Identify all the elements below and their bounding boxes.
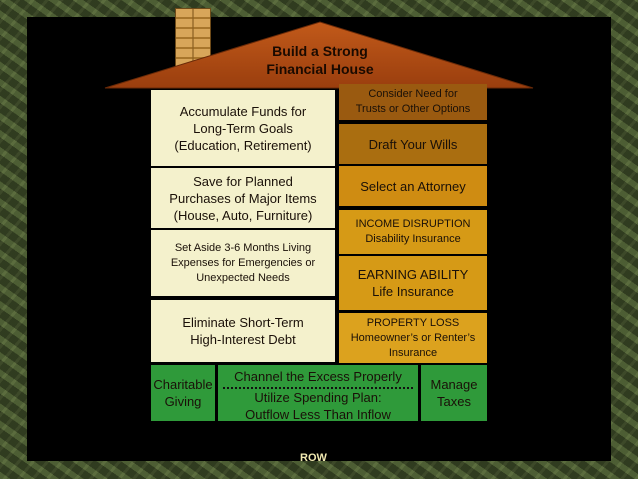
block-text: Eliminate Short-Term <box>182 315 304 330</box>
block-text: Consider Need for <box>368 88 458 100</box>
footer-fragment: ROW <box>300 452 327 464</box>
block-text: Utilize Spending Plan: <box>254 390 382 405</box>
block-text: Giving <box>164 394 202 409</box>
block-text: Charitable <box>153 377 213 392</box>
block-text: Trusts or Other Options <box>355 103 471 115</box>
trusts-block: Consider Need for Trusts or Other Option… <box>339 84 487 120</box>
channel-excess-text: Channel the Excess Properly <box>234 369 402 384</box>
dotted-divider <box>223 387 413 389</box>
block-text: Save for Planned <box>193 173 293 189</box>
house-title-line2: Financial House <box>266 61 374 77</box>
block-text: Insurance <box>388 346 438 359</box>
block-text: PROPERTY LOSS <box>366 316 460 329</box>
charitable-giving-block: Charitable Giving <box>151 365 215 421</box>
block-text: Manage <box>430 377 478 392</box>
chimney <box>175 8 211 70</box>
block-text: (Education, Retirement) <box>174 137 312 153</box>
block-text: EARNING ABILITY <box>357 267 469 282</box>
block-text: Homeowner’s or Renter’s <box>350 331 476 344</box>
block-text: High-Interest Debt <box>190 332 296 347</box>
block-text: Expenses for Emergencies or <box>170 256 316 269</box>
property-insurance-block: PROPERTY LOSS Homeowner’s or Renter’s In… <box>339 313 487 363</box>
house-title-line1: Build a Strong <box>272 43 368 59</box>
house-title: Build a Strong Financial House <box>230 42 410 78</box>
block-text: INCOME DISRUPTION <box>355 218 471 230</box>
planned-purchases-block: Save for Planned Purchases of Major Item… <box>151 168 335 228</box>
manage-taxes-block: Manage Taxes <box>421 365 487 421</box>
block-text: Accumulate Funds for <box>179 103 307 119</box>
eliminate-debt-block: Eliminate Short-Term High-Interest Debt <box>151 300 335 362</box>
spending-plan-block: Channel the Excess Properly Utilize Spen… <box>218 365 418 422</box>
block-text: (House, Auto, Furniture) <box>173 207 313 223</box>
draft-wills-block: Draft Your Wills <box>339 124 487 164</box>
block-text: Set Aside 3-6 Months Living <box>174 241 312 254</box>
block-text: Purchases of Major Items <box>169 190 317 206</box>
block-text: Draft Your Wills <box>368 136 458 152</box>
emergency-fund-block: Set Aside 3-6 Months Living Expenses for… <box>151 230 335 296</box>
select-attorney-block: Select an Attorney <box>339 166 487 206</box>
block-text: Disability Insurance <box>365 233 461 245</box>
block-text: Long-Term Goals <box>193 120 293 136</box>
life-insurance-block: EARNING ABILITY Life Insurance <box>339 256 487 310</box>
block-text: Unexpected Needs <box>196 271 290 284</box>
block-text: Outflow Less Than Inflow <box>245 407 391 422</box>
roof <box>104 21 534 89</box>
block-text: Life Insurance <box>372 284 454 299</box>
disability-insurance-block: INCOME DISRUPTION Disability Insurance <box>339 210 487 254</box>
block-text: Taxes <box>437 394 471 409</box>
block-text: Select an Attorney <box>360 178 466 194</box>
long-term-goals-block: Accumulate Funds for Long-Term Goals (Ed… <box>151 90 335 166</box>
